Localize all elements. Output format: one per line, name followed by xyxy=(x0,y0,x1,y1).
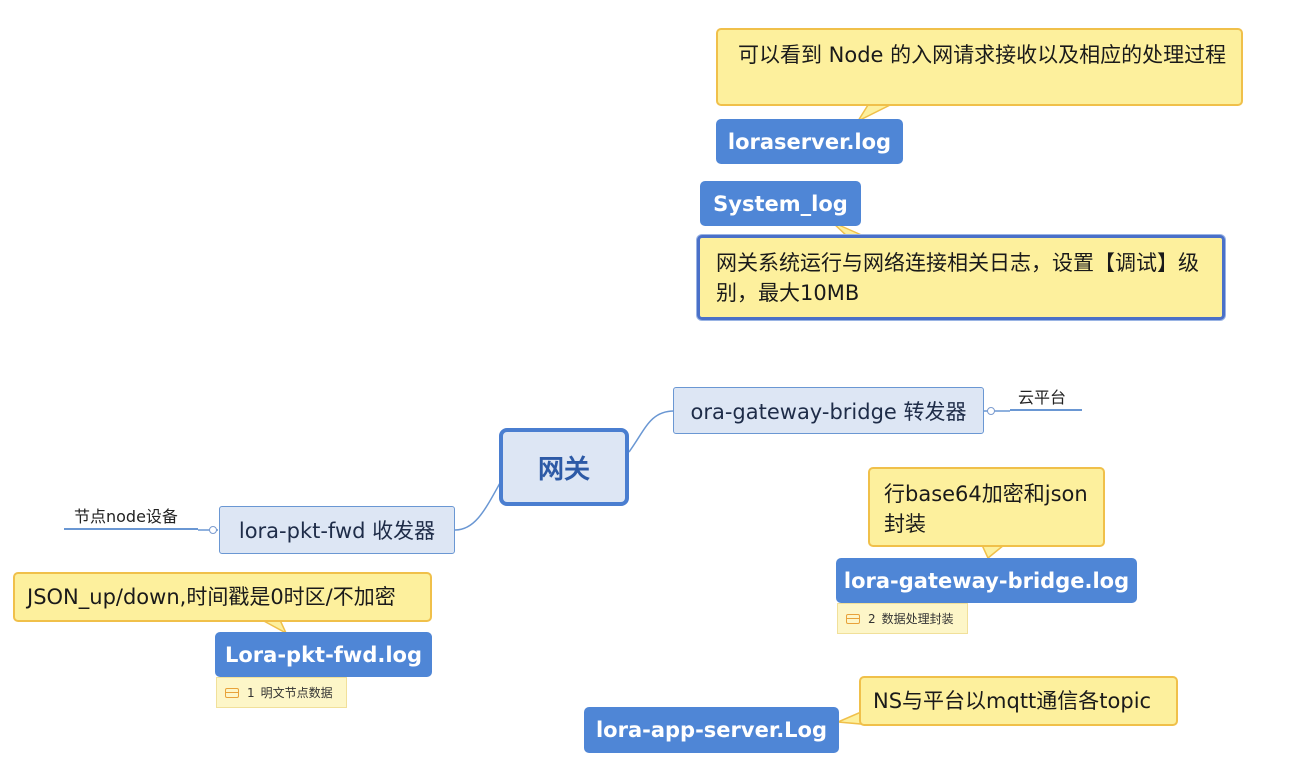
note-app-server[interactable]: NS与平台以mqtt通信各topic xyxy=(859,676,1178,726)
topic-gateway-bridge-label: ora-gateway-bridge 转发器 xyxy=(690,399,967,424)
note-pkt-fwd-text: JSON_up/down,时间戳是0时区/不加密 xyxy=(27,585,396,609)
badge-pkt-fwd[interactable]: 1 明文节点数据 xyxy=(216,677,347,708)
badge-gateway-bridge-text: 数据处理封装 xyxy=(881,612,954,626)
note-app-server-text: NS与平台以mqtt通信各topic xyxy=(873,689,1152,713)
tag-icon xyxy=(846,613,860,624)
badge-gateway-bridge[interactable]: 2 数据处理封装 xyxy=(837,603,968,634)
tag-icon xyxy=(225,687,239,698)
cloud-platform-underline xyxy=(1010,409,1082,411)
topic-gateway-bridge[interactable]: ora-gateway-bridge 转发器 xyxy=(673,387,984,434)
collapse-toggle-pkt-fwd[interactable] xyxy=(209,526,217,534)
note-gateway-bridge[interactable]: 行base64加密和json封装 xyxy=(868,467,1105,547)
node-device-underline xyxy=(64,528,198,530)
badge-pkt-fwd-number: 1 xyxy=(247,685,255,700)
connector-central-to-gateway-bridge xyxy=(628,410,675,453)
log-app-server-label: lora-app-server.Log xyxy=(595,718,828,742)
connector-central-to-pkt-fwd xyxy=(454,482,501,531)
central-topic[interactable]: 网关 xyxy=(499,428,629,506)
log-pkt-fwd[interactable]: Lora-pkt-fwd.log xyxy=(215,632,432,677)
log-loraserver-label: loraserver.log xyxy=(727,129,892,154)
topic-pkt-fwd-label: lora-pkt-fwd 收发器 xyxy=(238,519,436,543)
note-gateway-bridge-text: 行base64加密和json封装 xyxy=(884,482,1088,536)
badge-gateway-bridge-number: 2 xyxy=(868,611,876,626)
log-loraserver[interactable]: loraserver.log xyxy=(716,119,903,164)
note-system[interactable]: 网关系统运行与网络连接相关日志，设置【调试】级别，最大10MB xyxy=(697,235,1225,320)
collapse-toggle-gateway-bridge[interactable] xyxy=(987,407,995,415)
note-tail-app-server xyxy=(837,710,862,725)
note-system-text: 网关系统运行与网络连接相关日志，设置【调试】级别，最大10MB xyxy=(716,251,1199,305)
log-app-server[interactable]: lora-app-server.Log xyxy=(584,707,839,753)
topic-node-device-label: 节点node设备 xyxy=(74,507,178,526)
note-pkt-fwd[interactable]: JSON_up/down,时间戳是0时区/不加密 xyxy=(13,572,432,622)
log-gateway-bridge-label: lora-gateway-bridge.log xyxy=(843,568,1130,593)
badge-pkt-fwd-text: 明文节点数据 xyxy=(260,686,333,700)
log-system[interactable]: System_log xyxy=(700,181,861,226)
topic-cloud-platform[interactable]: 云平台 xyxy=(1010,383,1082,409)
note-loraserver[interactable]: 可以看到 Node 的入网请求接收以及相应的处理过程 xyxy=(716,28,1243,106)
log-system-label: System_log xyxy=(713,191,848,216)
log-pkt-fwd-label: Lora-pkt-fwd.log xyxy=(224,642,422,667)
topic-pkt-fwd[interactable]: lora-pkt-fwd 收发器 xyxy=(219,506,455,554)
note-loraserver-text: 可以看到 Node 的入网请求接收以及相应的处理过程 xyxy=(738,43,1227,67)
central-topic-label: 网关 xyxy=(537,454,590,485)
topic-cloud-platform-label: 云平台 xyxy=(1018,388,1067,407)
log-gateway-bridge[interactable]: lora-gateway-bridge.log xyxy=(836,558,1137,603)
topic-node-device[interactable]: 节点node设备 xyxy=(64,502,198,528)
